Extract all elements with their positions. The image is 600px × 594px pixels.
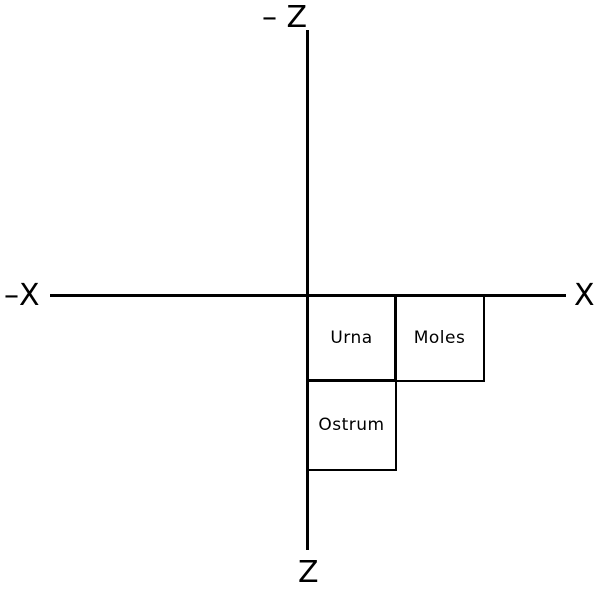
z-axis-line xyxy=(306,30,309,550)
cell-label: Ostrum xyxy=(318,415,385,435)
cell-moles: Moles xyxy=(394,294,485,382)
pos-z-axis-label: Z xyxy=(298,555,319,590)
cell-label: Urna xyxy=(330,328,373,348)
neg-z-axis-label: – Z xyxy=(262,0,308,35)
cell-label: Moles xyxy=(413,328,466,348)
cell-urna: Urna xyxy=(306,294,397,382)
cell-ostrum: Ostrum xyxy=(306,379,397,471)
neg-x-axis-label: –X xyxy=(4,278,40,313)
pos-x-axis-label: X xyxy=(574,278,595,313)
